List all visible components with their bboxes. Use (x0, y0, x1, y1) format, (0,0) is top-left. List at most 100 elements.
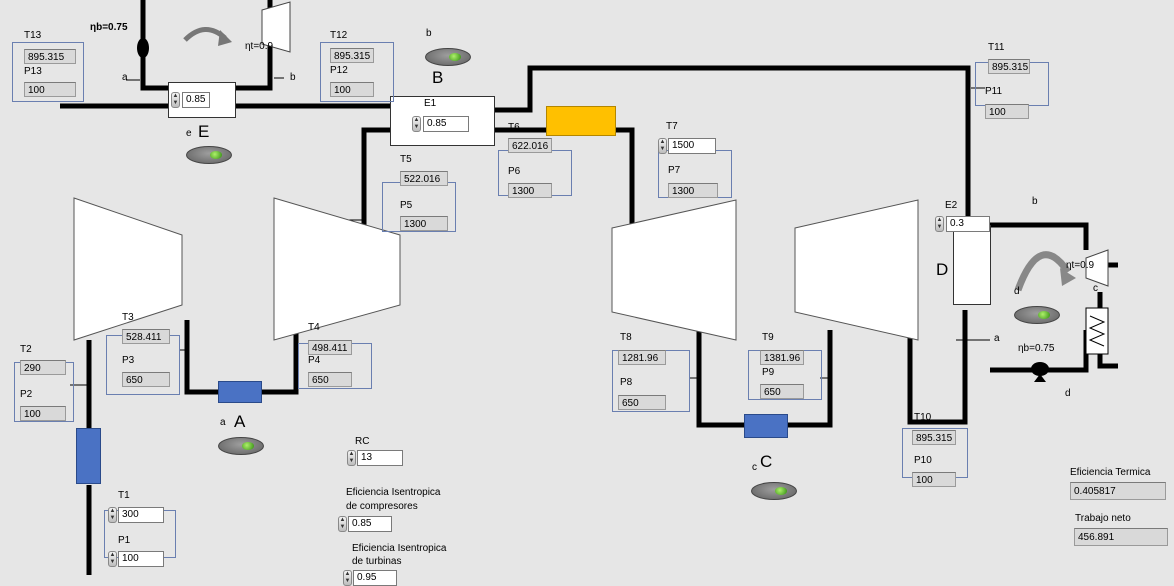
effectiveness-e2-input[interactable]: 0.3 (946, 216, 990, 232)
inlet-cooler (76, 428, 101, 484)
pipe-turb2-outlet (907, 310, 968, 425)
t12-label: T12 (330, 30, 348, 41)
t7-label: T7 (666, 121, 678, 132)
unit-a-toggle[interactable] (218, 437, 264, 455)
spin-e2[interactable]: ▲▼ (935, 216, 944, 232)
eta-t-e: ηt=0.9 (245, 41, 274, 52)
p11-indicator: 100 (985, 104, 1029, 119)
eff-turb-label-2: de turbinas (352, 556, 402, 567)
t6-label: T6 (508, 122, 520, 133)
small-turbine-e (261, 1, 291, 53)
pipe-e-left (140, 0, 170, 91)
intercooler-a (218, 381, 262, 403)
p1-input[interactable]: 100 (118, 551, 164, 567)
pipe-a-to-comp2 (262, 330, 299, 395)
combustor (546, 106, 616, 136)
unit-d-toggle[interactable] (1014, 306, 1060, 324)
reheater-c (744, 414, 788, 438)
a-small-label: a (220, 417, 226, 428)
unit-e-toggle[interactable] (186, 146, 232, 164)
t3-label: T3 (122, 312, 134, 323)
e1-label: E1 (424, 98, 437, 109)
effectiveness-e-input[interactable]: 0.85 (182, 92, 210, 108)
p1-spin[interactable]: ▲▼ (108, 551, 117, 567)
e2-label: E2 (945, 200, 958, 211)
t4-indicator: 498.411 (308, 340, 352, 355)
rc-spin[interactable]: ▲▼ (347, 450, 356, 466)
eff-comp-input[interactable]: 0.85 (348, 516, 392, 532)
e-small-label: e (186, 128, 192, 139)
rc-input[interactable]: 13 (357, 450, 403, 466)
p2-indicator: 100 (20, 406, 66, 421)
p12-label: P12 (330, 65, 348, 76)
t10-indicator: 895.315 (912, 430, 956, 445)
turbine-1 (611, 199, 737, 341)
eta-b-d: ηb=0.75 (1018, 343, 1055, 354)
p10-label: P10 (914, 455, 932, 466)
eff-turb-label-1: Eficiencia Isentropica (352, 543, 447, 554)
d-port-d-inner: d (1014, 286, 1020, 297)
p4-label: P4 (308, 355, 321, 366)
unit-e-label: E (198, 122, 210, 141)
d-port-a: a (994, 333, 1000, 344)
eff-comp-spin[interactable]: ▲▼ (338, 516, 347, 532)
t9-label: T9 (762, 332, 774, 343)
eff-turb-input[interactable]: 0.95 (353, 570, 397, 586)
unit-b-toggle[interactable] (425, 48, 471, 66)
t3-indicator: 528.411 (122, 329, 170, 344)
compressor-1 (73, 197, 183, 341)
eff-comp-label-2: de compresores (346, 501, 418, 512)
t11-indicator: 895.315 (988, 59, 1030, 74)
p2-label: P2 (20, 389, 33, 400)
t1-input[interactable]: 300 (118, 507, 164, 523)
turbine-2 (794, 199, 919, 341)
p12-indicator: 100 (330, 82, 374, 97)
rc-label: RC (355, 436, 370, 447)
t4-label: T4 (308, 322, 320, 333)
eff-comp-label-1: Eficiencia Isentropica (346, 487, 441, 498)
unit-c-toggle[interactable] (751, 482, 797, 500)
pump-d (1031, 362, 1049, 376)
pump-e (137, 38, 149, 58)
t6-indicator: 622.016 (508, 138, 552, 153)
pipe-c-to-turb2 (787, 330, 833, 428)
p4-indicator: 650 (308, 372, 352, 387)
heat-exchanger-e1 (390, 96, 495, 146)
t13-label: T13 (24, 30, 42, 41)
pipe-d-top (990, 222, 1089, 250)
t12-indicator: 895.315 (330, 48, 374, 63)
compressor-2 (273, 197, 401, 341)
t1-spin[interactable]: ▲▼ (108, 507, 117, 523)
t13-indicator: 895.315 (24, 49, 76, 64)
p9-indicator: 650 (760, 384, 804, 399)
net-work-value: 456.891 (1074, 528, 1168, 546)
t8-label: T8 (620, 332, 632, 343)
p5-label: P5 (400, 200, 413, 211)
eff-turb-spin[interactable]: ▲▼ (343, 570, 352, 586)
p3-indicator: 650 (122, 372, 170, 387)
p8-indicator: 650 (618, 395, 666, 410)
d-port-b: b (1032, 196, 1038, 207)
p5-indicator: 1300 (400, 216, 448, 231)
p1-label: P1 (118, 535, 131, 546)
effectiveness-e1-input[interactable]: 0.85 (423, 116, 469, 132)
t8-indicator: 1281.96 (618, 350, 666, 365)
spin-e1[interactable]: ▲▼ (412, 116, 421, 132)
p11-label: P11 (985, 86, 1003, 97)
p13-label: P13 (24, 66, 42, 77)
p13-indicator: 100 (24, 82, 76, 97)
unit-b-label: B (432, 68, 444, 87)
unit-c-label: C (760, 452, 773, 471)
t7-input[interactable]: 1500 (668, 138, 716, 154)
t2-indicator: 290 (20, 360, 66, 375)
t1-label: T1 (118, 490, 130, 501)
t5-indicator: 522.016 (400, 171, 448, 186)
t5-label: T5 (400, 154, 412, 165)
heat-exchanger-e2 (953, 225, 991, 305)
p6-label: P6 (508, 166, 521, 177)
t10-label: T10 (914, 412, 932, 423)
t7-spin[interactable]: ▲▼ (658, 138, 667, 154)
p7-label: P7 (668, 165, 681, 176)
spin-e[interactable]: ▲▼ (171, 92, 180, 108)
eta-t-d: ηt=0.9 (1066, 260, 1095, 271)
